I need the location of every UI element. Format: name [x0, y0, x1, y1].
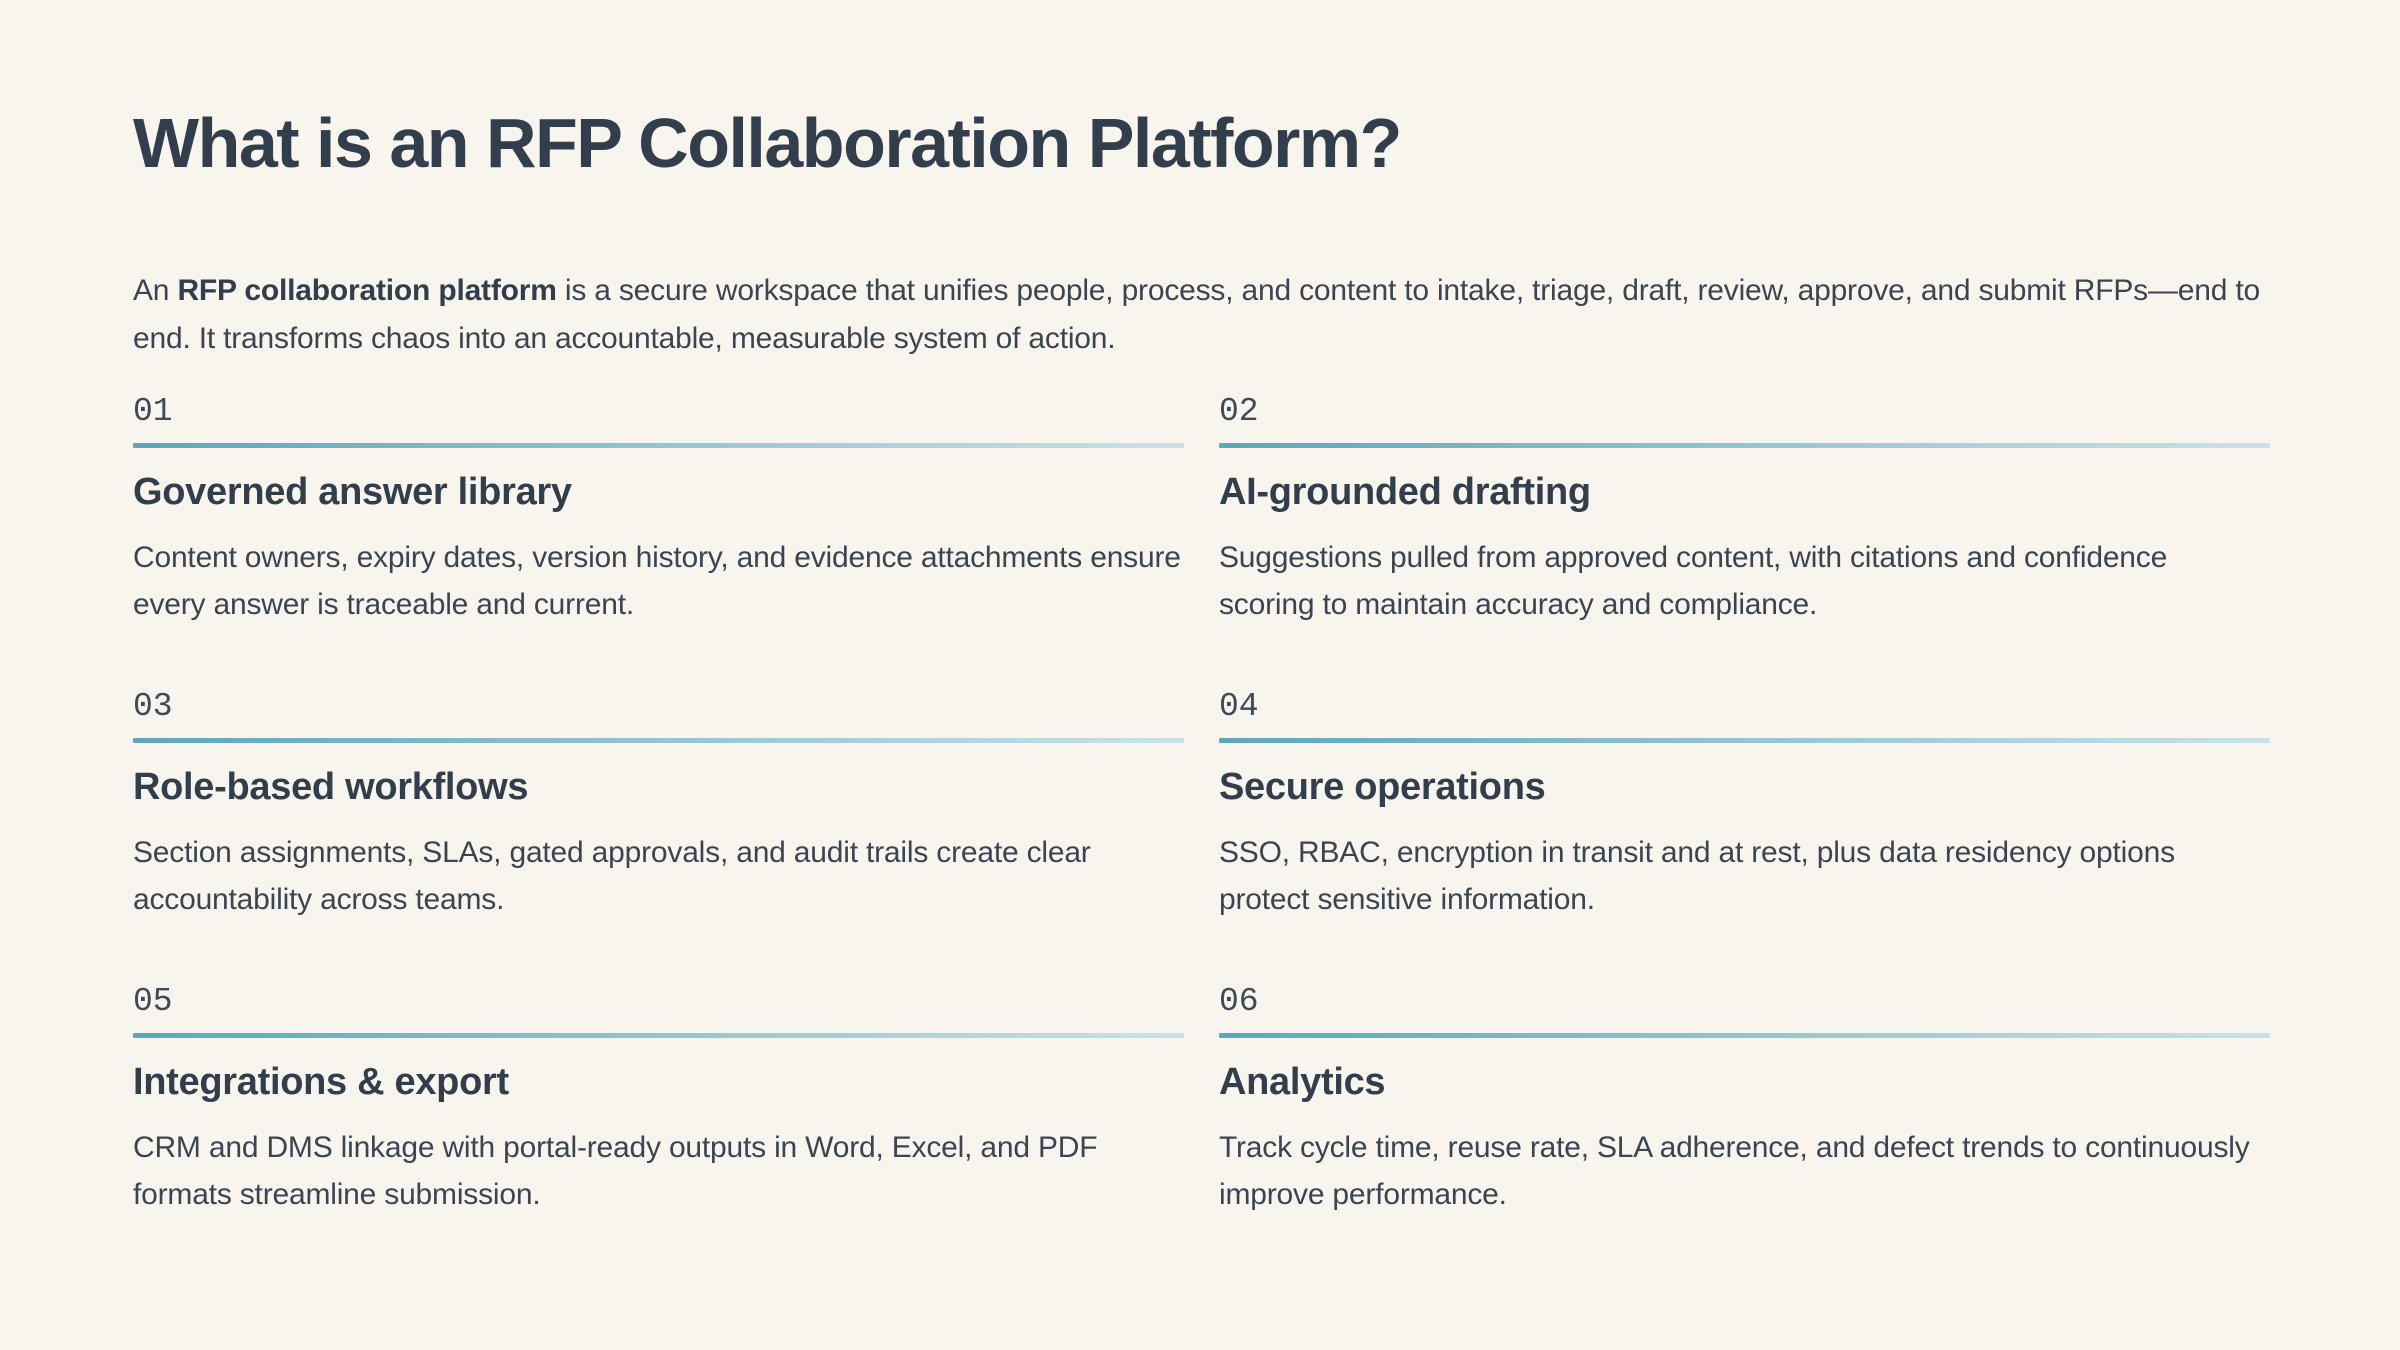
page-title: What is an RFP Collaboration Platform?: [133, 104, 1402, 182]
feature-card-governed-answer-library: 01 Governed answer library Content owner…: [133, 393, 1184, 628]
feature-card-integrations-export: 05 Integrations & export CRM and DMS lin…: [133, 983, 1184, 1218]
feature-description: Section assignments, SLAs, gated approva…: [133, 836, 1091, 916]
feature-description: Content owners, expiry dates, version hi…: [133, 541, 1181, 621]
feature-grid: 01 Governed answer library Content owner…: [133, 393, 2270, 1218]
feature-description: CRM and DMS linkage with portal-ready ou…: [133, 1131, 1098, 1211]
feature-card-role-based-workflows: 03 Role-based workflows Section assignme…: [133, 688, 1184, 923]
feature-title: Integrations & export: [133, 1061, 509, 1103]
feature-card-ai-grounded-drafting: 02 AI-grounded drafting Suggestions pull…: [1219, 393, 2270, 628]
accent-rule: [1219, 443, 2270, 448]
intro-paragraph: An RFP collaboration platform is a secur…: [133, 267, 2270, 363]
feature-number: 05: [133, 983, 173, 1020]
feature-number: 02: [1219, 393, 1259, 430]
feature-number: 04: [1219, 688, 1259, 725]
feature-description: Suggestions pulled from approved content…: [1219, 541, 2168, 621]
feature-card-analytics: 06 Analytics Track cycle time, reuse rat…: [1219, 983, 2270, 1218]
feature-description: Track cycle time, reuse rate, SLA adhere…: [1219, 1131, 2250, 1211]
feature-title: Governed answer library: [133, 471, 572, 513]
accent-rule: [133, 1033, 1184, 1038]
feature-card-secure-operations: 04 Secure operations SSO, RBAC, encrypti…: [1219, 688, 2270, 923]
feature-number: 06: [1219, 983, 1259, 1020]
accent-rule: [1219, 738, 2270, 743]
intro-prefix: An: [133, 274, 178, 307]
feature-title: Role-based workflows: [133, 766, 529, 808]
feature-number: 03: [133, 688, 173, 725]
feature-title: AI-grounded drafting: [1219, 471, 1591, 513]
intro-rest: is a secure workspace that unifies peopl…: [133, 274, 2260, 355]
accent-rule: [133, 443, 1184, 448]
feature-title: Secure operations: [1219, 766, 1546, 808]
intro-bold-phrase: RFP collaboration platform: [177, 274, 557, 307]
feature-number: 01: [133, 393, 173, 430]
feature-title: Analytics: [1219, 1061, 1386, 1103]
feature-description: SSO, RBAC, encryption in transit and at …: [1219, 836, 2175, 916]
accent-rule: [133, 738, 1184, 743]
accent-rule: [1219, 1033, 2270, 1038]
